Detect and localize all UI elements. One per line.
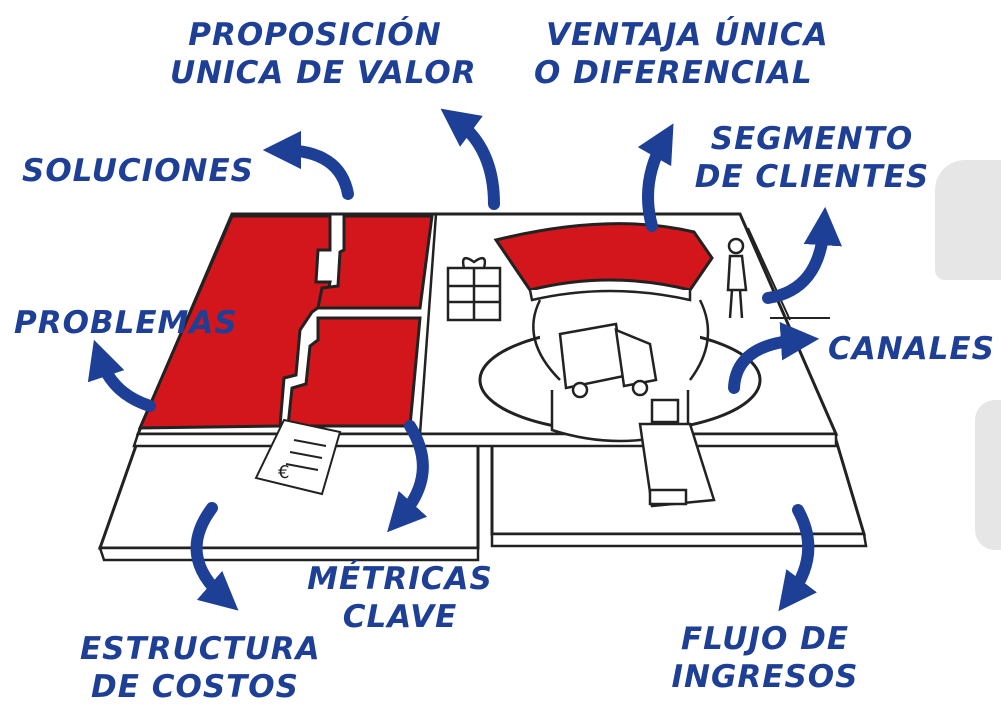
svg-text:€: € — [278, 462, 289, 483]
label-flujo-line1: FLUJO DE — [681, 621, 849, 657]
label-propuesta: PROPOSICIÓN UNICA DE VALOR — [170, 16, 477, 92]
value-banner — [493, 222, 714, 302]
label-ventaja: VENTAJA ÚNICA O DIFERENCIAL — [534, 16, 834, 92]
label-propuesta-line1: PROPOSICIÓN — [188, 17, 442, 53]
label-segmento-line2: DE CLIENTES — [694, 159, 930, 195]
label-estructura-line2: DE COSTOS — [91, 669, 299, 705]
label-flujo: FLUJO DE INGRESOS — [660, 620, 870, 696]
label-estructura-line1: ESTRUCTURA — [80, 631, 321, 667]
arrow-segmento — [762, 206, 842, 304]
label-problemas: PROBLEMAS — [14, 304, 238, 342]
arrow-metricas — [387, 420, 429, 533]
label-metricas-line1: MÉTRICAS — [307, 561, 493, 597]
label-soluciones-text: SOLUCIONES — [22, 153, 254, 189]
arrow-estructura — [190, 502, 239, 611]
label-estructura: ESTRUCTURA DE COSTOS — [80, 630, 321, 706]
background-shape-top — [935, 160, 1001, 280]
arrow-problemas — [87, 339, 156, 412]
truck-icon — [558, 322, 658, 399]
label-segmento: SEGMENTO DE CLIENTES — [672, 120, 952, 196]
label-segmento-line1: SEGMENTO — [710, 121, 914, 157]
arrow-flujo — [778, 504, 817, 612]
receipt-icon: € — [254, 418, 342, 496]
arrow-soluciones — [262, 130, 354, 200]
label-canales: CANALES — [828, 330, 995, 368]
label-ventaja-line1: VENTAJA ÚNICA — [546, 17, 829, 53]
cash-register-icon — [638, 398, 716, 508]
solution-block-top — [316, 214, 434, 310]
label-flujo-line2: INGRESOS — [671, 659, 859, 695]
label-metricas-line2: CLAVE — [342, 599, 458, 635]
label-problemas-text: PROBLEMAS — [14, 305, 238, 341]
arrow-propuesta — [440, 108, 500, 210]
arrow-ventaja — [637, 123, 674, 232]
label-propuesta-line2: UNICA DE VALOR — [170, 55, 477, 91]
label-soluciones: SOLUCIONES — [22, 152, 254, 190]
person-icon — [726, 237, 748, 319]
gift-icon — [446, 256, 502, 322]
metrics-block — [286, 316, 422, 428]
label-ventaja-line2: O DIFERENCIAL — [534, 55, 813, 91]
label-metricas: MÉTRICAS CLAVE — [300, 560, 500, 636]
label-canales-text: CANALES — [828, 331, 995, 367]
arrow-canales — [728, 322, 820, 394]
background-shape-bottom — [975, 400, 1001, 550]
